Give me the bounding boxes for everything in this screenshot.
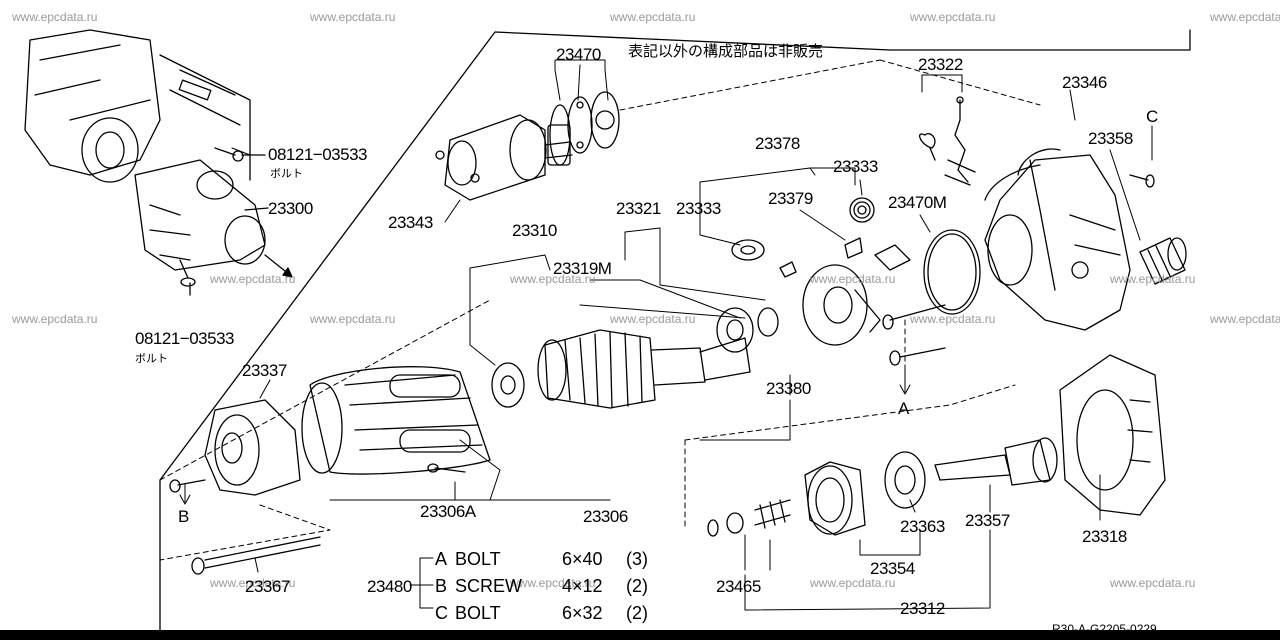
plunger-parts xyxy=(549,91,620,166)
part-label-23319m[interactable]: 23319M xyxy=(553,259,612,278)
watermark: www.epcdata.ru xyxy=(810,576,896,590)
not-sold-note: 表記以外の構成部品は非販売 xyxy=(628,42,824,60)
part-label-23333-right[interactable]: 23333 xyxy=(833,157,878,176)
bolt-note: ボルト xyxy=(135,352,168,365)
watermark: www.epcdata.ru xyxy=(610,312,696,326)
watermark: www.epcdata.ru xyxy=(210,272,296,286)
legend-size-c: 6×32 xyxy=(562,603,603,623)
watermark: www.epcdata.ru xyxy=(910,312,996,326)
screw xyxy=(434,467,466,473)
spring xyxy=(849,197,875,223)
part-label-23354[interactable]: 23354 xyxy=(870,559,915,578)
overrunning-clutch xyxy=(804,461,866,536)
brush-springs xyxy=(919,96,976,186)
pinion-spring xyxy=(754,499,791,529)
part-label-23380[interactable]: 23380 xyxy=(766,379,811,398)
part-label-23306a[interactable]: 23306A xyxy=(420,502,476,521)
pinion-shaft xyxy=(934,437,1058,486)
armature xyxy=(537,307,779,409)
part-label-23357[interactable]: 23357 xyxy=(965,511,1010,530)
legend-qty-c: (2) xyxy=(626,603,648,623)
watermark: www.epcdata.ru xyxy=(510,272,596,286)
bolt-c xyxy=(1129,174,1149,181)
legend-qty-a: (3) xyxy=(626,549,648,569)
part-label-23333-left[interactable]: 23333 xyxy=(676,199,721,218)
part-label-23337[interactable]: 23337 xyxy=(242,361,287,380)
bearing xyxy=(731,239,765,261)
legend-name-b: SCREW xyxy=(455,576,522,596)
watermark: www.epcdata.ru xyxy=(12,312,98,326)
leader-lines xyxy=(179,59,1153,611)
part-label-23310[interactable]: 23310 xyxy=(512,221,557,240)
part-label-23321[interactable]: 23321 xyxy=(616,199,661,218)
legend-qty-b: (2) xyxy=(626,576,648,596)
dashed-leaders xyxy=(159,59,1041,561)
part-label-b[interactable]: B xyxy=(178,507,189,526)
part-label-08121-bottom[interactable]: 08121−03533 xyxy=(135,329,234,348)
inset-vehicle-view xyxy=(24,29,293,296)
part-label-c-top[interactable]: C xyxy=(1146,107,1158,126)
part-label-23312[interactable]: 23312 xyxy=(900,599,945,618)
long-bolt xyxy=(204,536,321,561)
watermark: www.epcdata.ru xyxy=(510,576,596,590)
watermark: www.epcdata.ru xyxy=(1210,10,1280,24)
part-label-23379[interactable]: 23379 xyxy=(768,189,813,208)
part-label-23322[interactable]: 23322 xyxy=(918,55,963,74)
frame-lines xyxy=(159,31,891,640)
legend-name-c: BOLT xyxy=(455,603,501,623)
part-label-23306[interactable]: 23306 xyxy=(583,507,628,526)
front-housing xyxy=(1059,354,1166,516)
watermark: www.epcdata.ru xyxy=(210,576,296,590)
brush-holder xyxy=(802,237,911,346)
part-label-08121-top[interactable]: 08121−03533 xyxy=(268,145,367,164)
part-label-23480[interactable]: 23480 xyxy=(367,577,412,596)
pinion-bearing xyxy=(884,451,926,509)
screw-b xyxy=(177,479,206,486)
watermark: www.epcdata.ru xyxy=(910,10,996,24)
watermark: www.epcdata.ru xyxy=(1110,272,1196,286)
watermark: www.epcdata.ru xyxy=(1210,312,1280,326)
part-label-a[interactable]: A xyxy=(898,399,909,418)
watermark: www.epcdata.ru xyxy=(610,10,696,24)
legend-key-a: A xyxy=(435,549,448,569)
watermark: www.epcdata.ru xyxy=(310,10,396,24)
end-cover xyxy=(204,399,301,496)
watermark: www.epcdata.ru xyxy=(810,272,896,286)
legend-name-a: BOLT xyxy=(455,549,501,569)
rear-housing xyxy=(984,148,1131,331)
legend-size-a: 6×40 xyxy=(562,549,603,569)
bolt-note: ボルト xyxy=(270,167,303,180)
part-label-23470[interactable]: 23470 xyxy=(556,45,601,64)
bolt-a xyxy=(899,347,946,358)
watermark: www.epcdata.ru xyxy=(310,312,396,326)
part-label-23358[interactable]: 23358 xyxy=(1088,129,1133,148)
o-ring xyxy=(923,229,981,315)
legend-key-c: C xyxy=(435,603,448,623)
solenoid-switch xyxy=(435,114,573,201)
watermark: www.epcdata.ru xyxy=(12,10,98,24)
bushing xyxy=(1139,237,1187,285)
armature-bearing xyxy=(491,362,525,408)
part-label-23367[interactable]: 23367 xyxy=(245,577,290,596)
legend-size-b: 4×12 xyxy=(562,576,603,596)
part-label-23363[interactable]: 23363 xyxy=(900,517,945,536)
part-label-23346[interactable]: 23346 xyxy=(1062,73,1107,92)
part-label-23318[interactable]: 23318 xyxy=(1082,527,1127,546)
part-label-23343[interactable]: 23343 xyxy=(388,213,433,232)
yoke xyxy=(301,366,491,475)
legend-key-b: B xyxy=(435,576,448,596)
watermark: www.epcdata.ru xyxy=(1110,576,1196,590)
part-label-23300[interactable]: 23300 xyxy=(268,199,313,218)
through-bolt xyxy=(889,304,946,321)
part-label-23378[interactable]: 23378 xyxy=(755,134,800,153)
bottom-border xyxy=(0,630,1280,640)
part-label-23465[interactable]: 23465 xyxy=(716,577,761,596)
part-label-23470m[interactable]: 23470M xyxy=(888,193,947,212)
